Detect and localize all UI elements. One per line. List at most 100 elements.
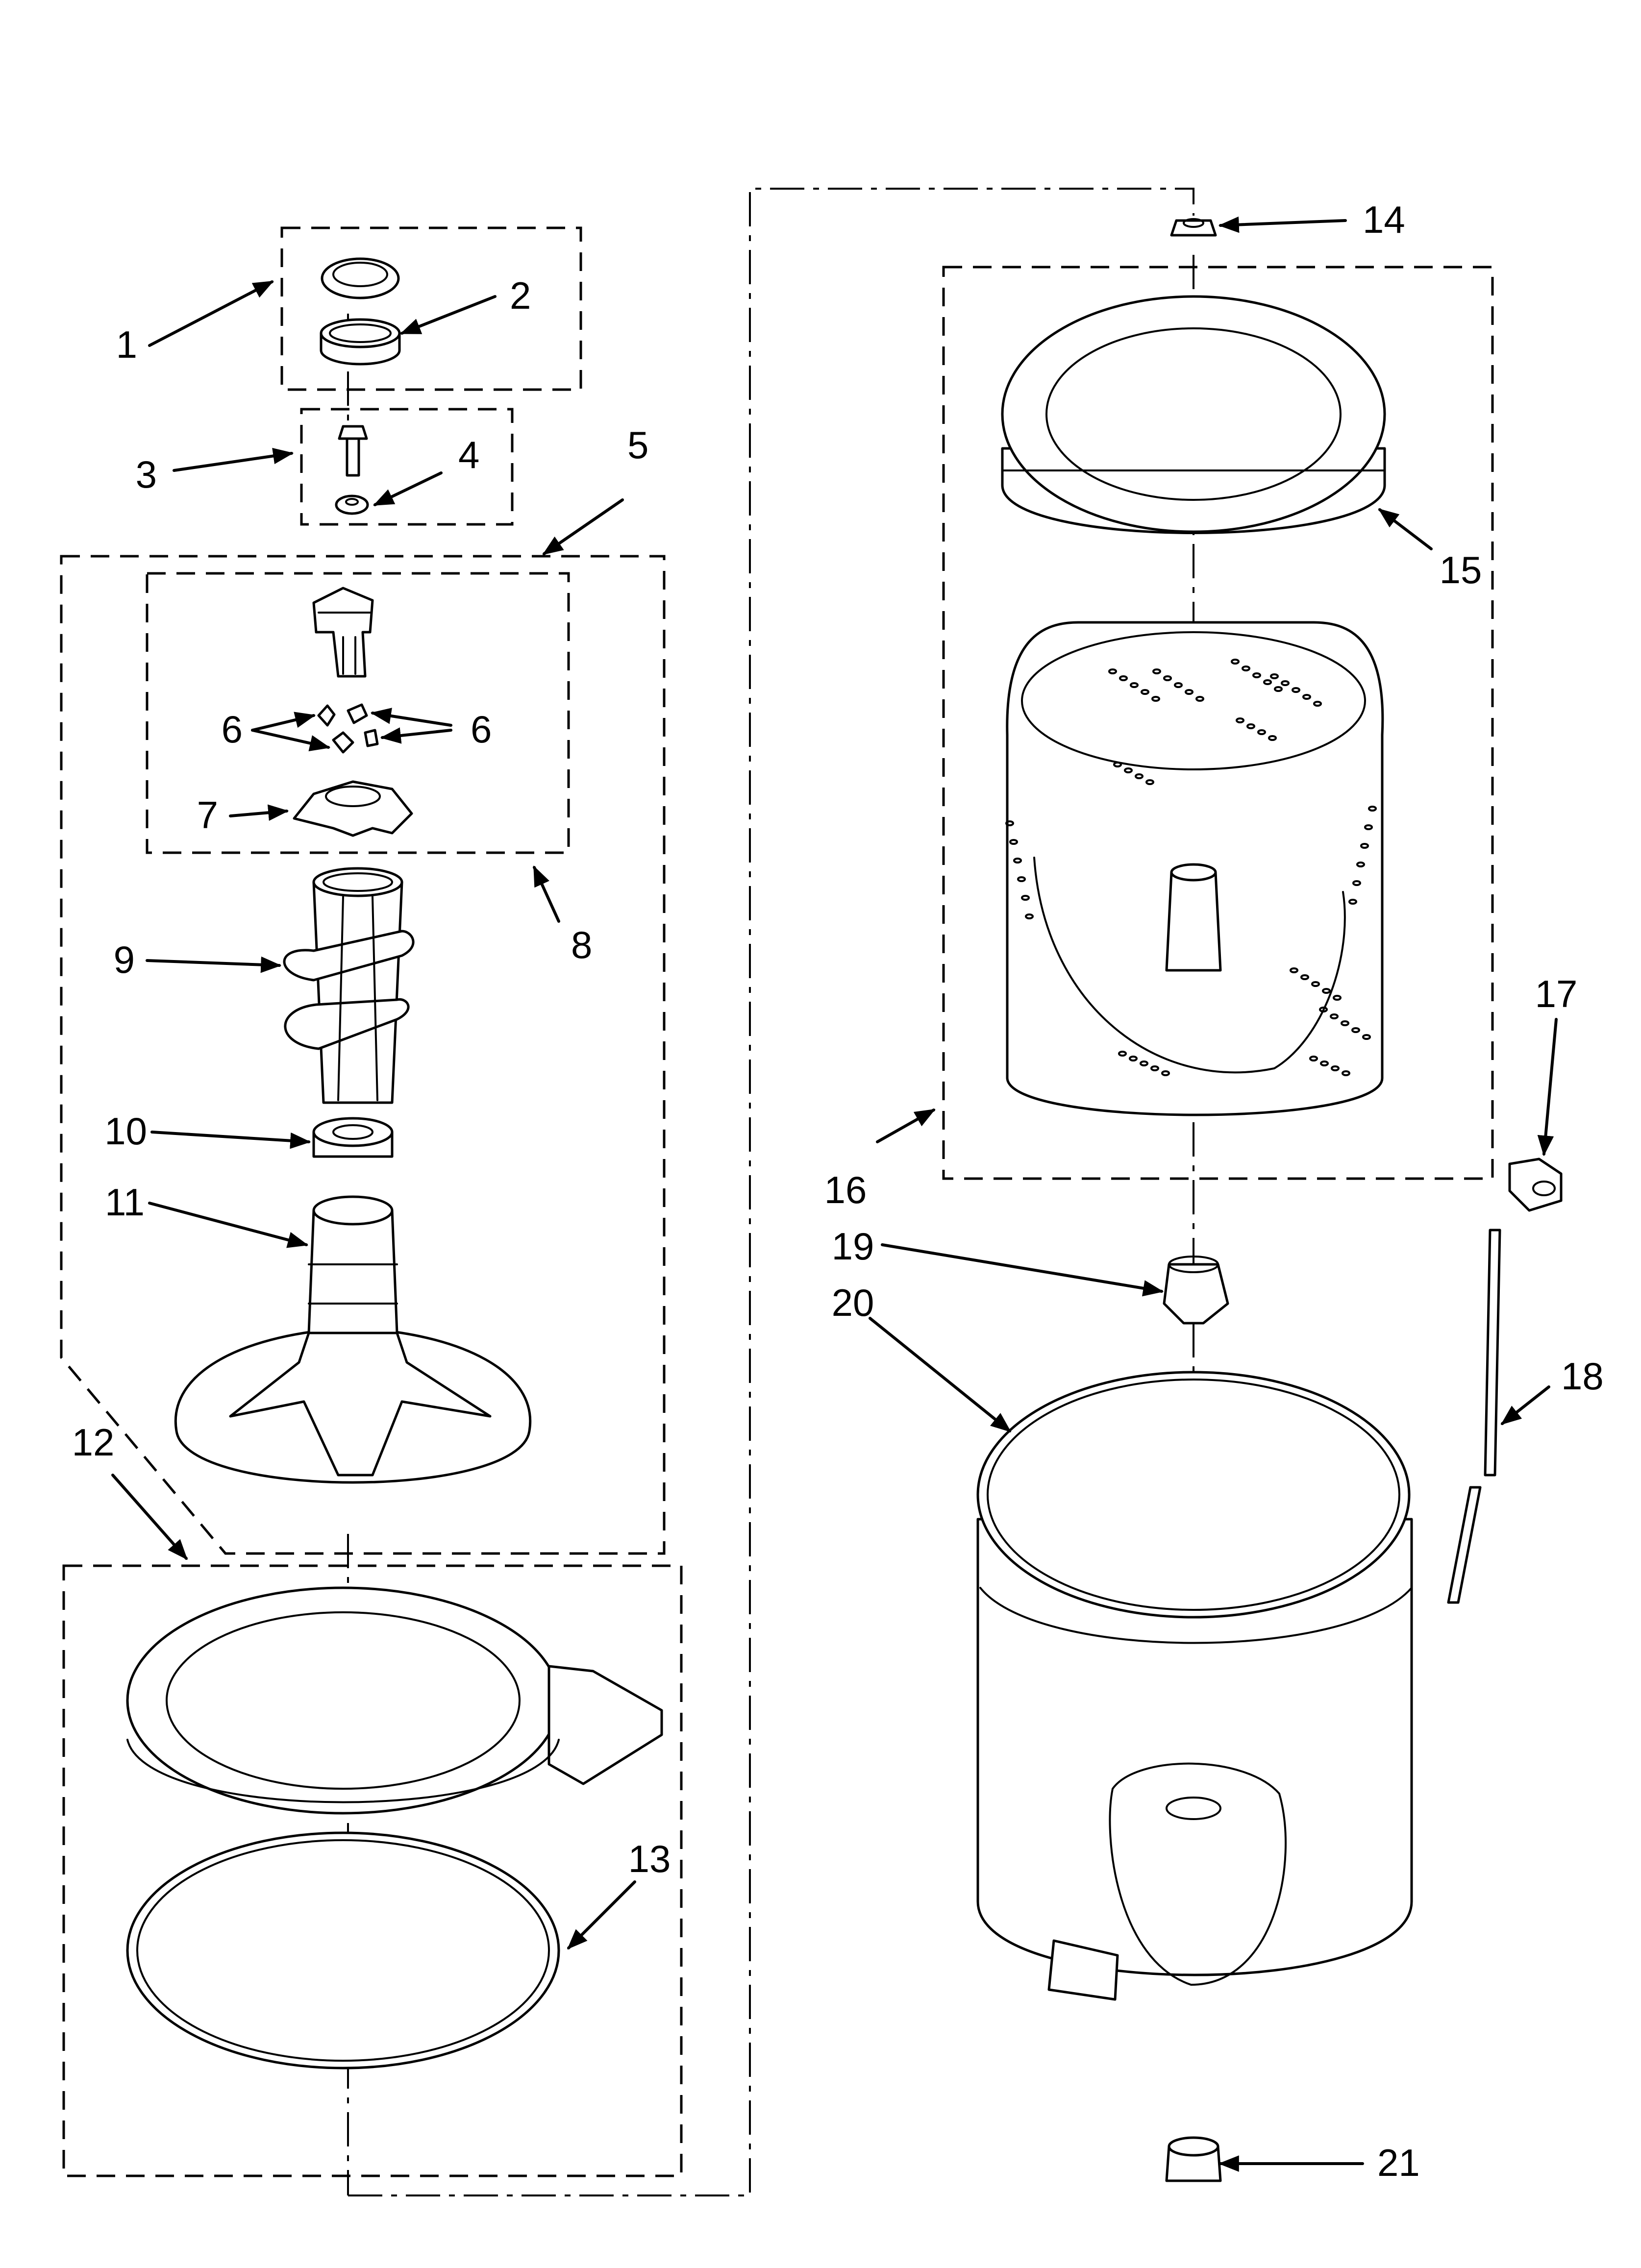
perforation-hole <box>1242 666 1250 671</box>
perforation-hole <box>1333 995 1342 1001</box>
perforation-hole <box>1005 820 1014 826</box>
perforation-hole <box>1231 659 1240 665</box>
callout-7: 7 <box>197 793 218 837</box>
perforation-hole <box>1145 779 1154 785</box>
perforation-hole <box>1330 1013 1339 1019</box>
perforation-hole <box>1257 729 1266 735</box>
callout-11: 11 <box>105 1181 145 1224</box>
leader-lines <box>111 216 1558 2172</box>
perforation-hole <box>1341 1020 1349 1026</box>
part-11-agitator-base <box>174 1195 532 1484</box>
basket-perforations <box>1005 659 1377 1076</box>
box-parts-3-4 <box>300 408 514 526</box>
perforation-hole <box>1150 1065 1159 1071</box>
callout-17: 17 <box>1535 972 1578 1015</box>
perforation-hole <box>1021 895 1030 901</box>
perforation-hole <box>1124 767 1133 773</box>
perforation-hole <box>1185 689 1193 695</box>
callout-21: 21 <box>1377 2141 1420 2184</box>
perforation-hole <box>1163 675 1172 681</box>
part-8-cap-assembly <box>312 587 374 678</box>
part-19-hub <box>1163 1256 1229 1325</box>
perforation-hole <box>1309 1056 1318 1061</box>
part-15-balance-ring <box>1001 295 1386 534</box>
perforation-hole <box>1356 862 1365 867</box>
perforation-hole <box>1195 696 1204 702</box>
perforation-hole <box>1360 843 1369 849</box>
perforation-hole <box>1348 899 1357 905</box>
perforation-hole <box>1268 735 1277 741</box>
box-part-8 <box>146 572 570 854</box>
perforation-hole <box>1252 672 1261 678</box>
group-boxes <box>60 226 1494 2177</box>
callout-14: 14 <box>1363 198 1405 241</box>
callout-16: 16 <box>824 1168 867 1211</box>
callout-6-right: 6 <box>471 708 492 751</box>
callout-20: 20 <box>832 1281 874 1324</box>
perforation-hole <box>1140 1060 1148 1066</box>
perforation-hole <box>1009 839 1018 845</box>
perforation-hole <box>1351 1027 1360 1033</box>
perforation-hole <box>1352 880 1361 886</box>
perforation-hole <box>1281 680 1290 686</box>
perforation-hole <box>1331 1065 1340 1071</box>
callout-18: 18 <box>1561 1355 1604 1398</box>
perforation-hole <box>1263 679 1272 685</box>
perforation-hole <box>1313 701 1322 707</box>
perforation-hole <box>1108 668 1117 674</box>
box-part-12 <box>62 1564 683 2177</box>
perforation-hole <box>1161 1070 1170 1076</box>
perforation-hole <box>1130 682 1139 688</box>
callout-5: 5 <box>627 423 648 467</box>
callout-1: 1 <box>116 323 137 366</box>
perforation-hole <box>1362 1034 1371 1040</box>
perforation-hole <box>1274 686 1283 692</box>
perforation-hole <box>1174 682 1183 688</box>
perforation-hole <box>1025 913 1034 919</box>
part-9-auger <box>283 867 415 1104</box>
callout-4: 4 <box>458 433 479 476</box>
part-16-spin-basket <box>1006 621 1384 1116</box>
box-part-5 <box>60 555 666 1555</box>
part-13-seal-ring <box>126 1831 560 2070</box>
box-part-16 <box>942 266 1494 1180</box>
callout-3: 3 <box>136 453 157 496</box>
callout-2: 2 <box>510 274 531 317</box>
callout-19: 19 <box>832 1225 874 1268</box>
perforation-hole <box>1113 762 1122 767</box>
perforation-hole <box>1270 673 1279 679</box>
perforation-hole <box>1135 773 1144 779</box>
callout-13: 13 <box>628 1837 671 1880</box>
perforation-hole <box>1013 858 1022 863</box>
callout-6-left: 6 <box>222 708 243 751</box>
perforation-hole <box>1118 1051 1127 1057</box>
part-6-dogs <box>317 703 379 754</box>
perforation-hole <box>1017 876 1026 882</box>
part-21-plug <box>1165 2136 1222 2182</box>
perforation-hole <box>1342 1070 1350 1076</box>
callout-10: 10 <box>104 1109 147 1153</box>
callout-15: 15 <box>1440 548 1482 592</box>
part-18-hose <box>1447 1229 1501 1604</box>
perforation-hole <box>1364 824 1373 830</box>
perforation-hole <box>1292 687 1300 693</box>
part-12-tub-ring <box>126 1586 663 1815</box>
part-1-cap <box>321 257 400 299</box>
perforation-hole <box>1311 981 1320 987</box>
perforation-hole <box>1368 806 1377 812</box>
perforation-hole <box>1246 723 1255 729</box>
callout-12: 12 <box>72 1421 115 1464</box>
perforation-hole <box>1236 717 1244 723</box>
part-14-nut <box>1170 218 1217 237</box>
part-7-cam <box>293 780 413 837</box>
part-10-coupling <box>312 1117 394 1158</box>
perforation-hole <box>1302 694 1311 700</box>
perforation-hole <box>1322 988 1331 994</box>
box-parts-1-2 <box>280 226 582 391</box>
part-4-washer <box>335 494 369 515</box>
part-17-clip <box>1508 1158 1563 1212</box>
perforation-hole <box>1290 967 1298 973</box>
perforation-hole <box>1319 1007 1328 1012</box>
part-3-bolt <box>338 425 368 477</box>
